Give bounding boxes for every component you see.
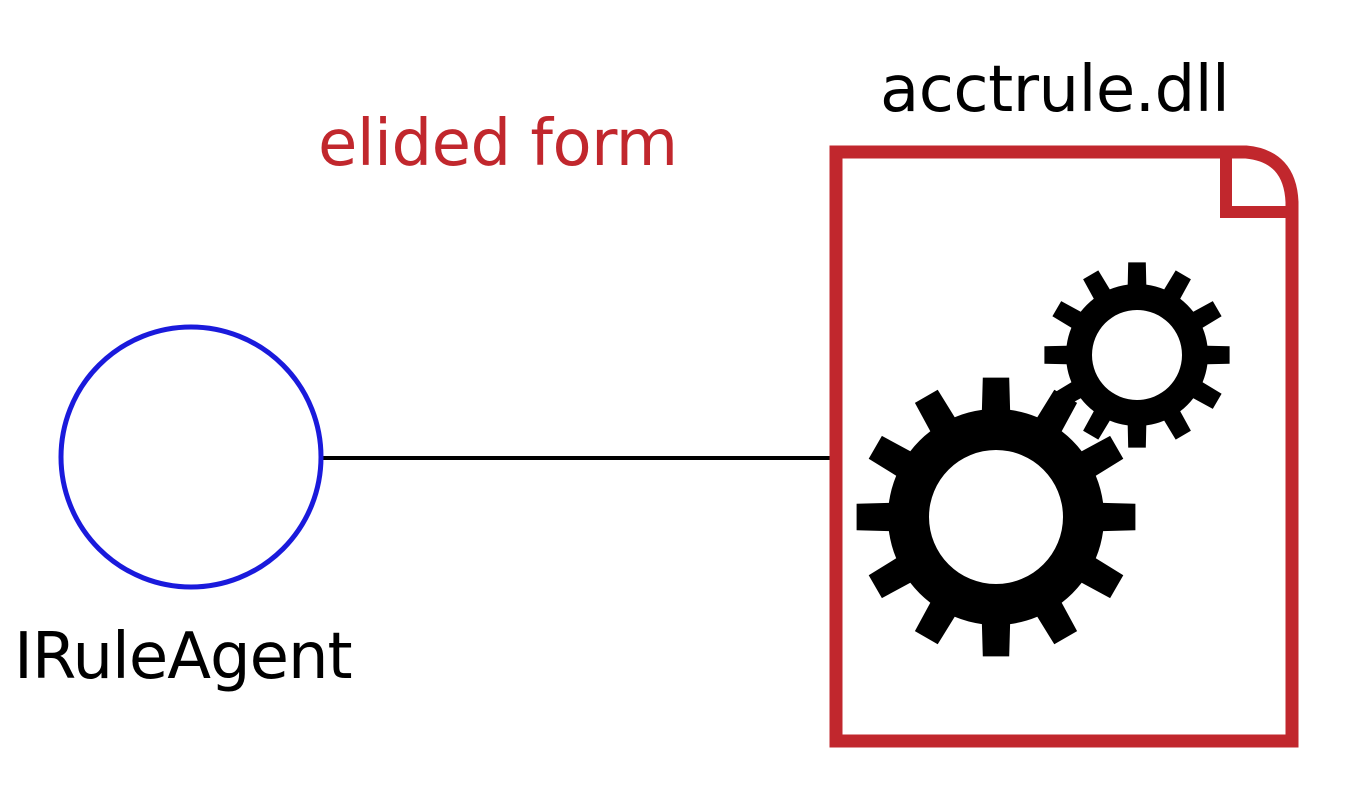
- caption-label: elided form: [318, 107, 678, 181]
- large-gear-icon: [856, 377, 1136, 657]
- small-gear-shape: [1044, 262, 1230, 448]
- interface-name-label: IRuleAgent: [14, 620, 353, 694]
- gears-icon: [856, 262, 1230, 657]
- small-gear-icon: [1044, 262, 1230, 448]
- component-name-label: acctrule.dll: [880, 53, 1230, 127]
- large-gear-shape: [856, 377, 1136, 657]
- document-icon: [829, 145, 1299, 748]
- interface-circle: [58, 324, 324, 590]
